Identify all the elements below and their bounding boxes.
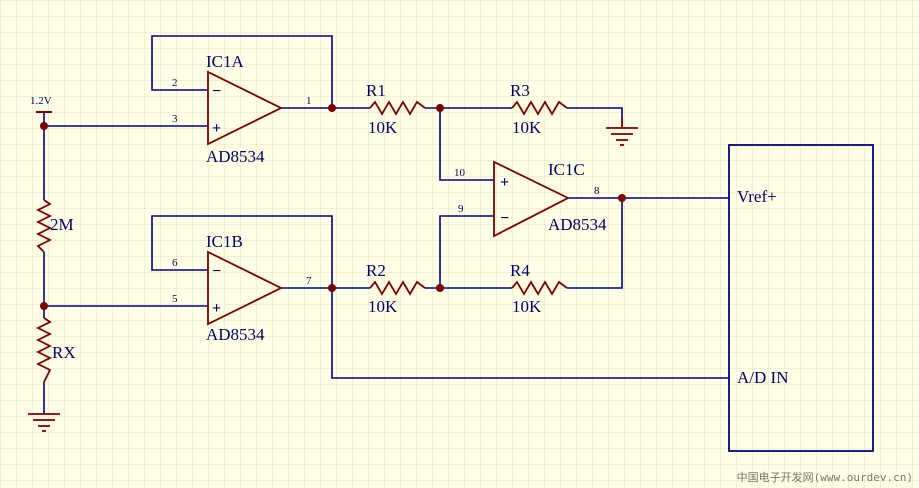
opamp-ic1b-body — [207, 250, 284, 326]
wire-ic1b-feedback — [151, 215, 333, 288]
opamp-ic1b-minus: − — [212, 263, 221, 280]
opamp-ic1c-minus: − — [500, 210, 509, 227]
junction-dot — [436, 284, 444, 292]
supply-label: 1.2V — [30, 95, 52, 107]
opamp-ic1c-plus: + — [500, 174, 509, 191]
opamp-ic1c-pin-out: 8 — [594, 185, 600, 197]
junction-dot — [328, 284, 336, 292]
opamp-ic1a-body — [207, 70, 284, 146]
ground-icon — [606, 118, 638, 146]
junction-dot — [40, 302, 48, 310]
wire-ic1a-feedback — [151, 35, 333, 108]
resistor-r1-ref: R1 — [366, 81, 386, 100]
junction-dot — [436, 104, 444, 112]
opamp-ic1a-minus: − — [212, 83, 221, 100]
resistor-r4-value: 10K — [512, 297, 542, 316]
resistor-2m-body — [35, 199, 53, 253]
resistor-r3-value: 10K — [512, 118, 542, 137]
wire-r4-to-ic1c-out — [567, 198, 623, 289]
opamp-ic1c-body — [493, 160, 571, 238]
junction-dot — [618, 194, 626, 202]
junctions — [40, 104, 626, 310]
wire-node-to-ic1c-pin10 — [439, 108, 494, 181]
opamp-ic1c-part: AD8534 — [548, 215, 607, 234]
opamp-ic1c: + − 10 9 8 IC1C AD8534 — [454, 160, 607, 238]
opamp-ic1b: − + 6 5 7 IC1B AD8534 — [172, 232, 312, 344]
resistor-r2-body — [369, 280, 426, 296]
opamp-ic1a-pin-inv: 2 — [172, 77, 178, 89]
resistor-bodies — [35, 100, 568, 383]
wire-ic1b-out-to-adin — [331, 288, 729, 379]
adc-pin-vref: Vref+ — [737, 187, 777, 206]
opamp-ic1c-pin-inv: 9 — [458, 203, 464, 215]
opamp-ic1a-part: AD8534 — [206, 147, 265, 166]
supply-symbol: 1.2V — [30, 95, 52, 113]
watermark: 中国电子开发网(www.ourdev.cn) — [737, 470, 913, 484]
opamp-ic1b-pin-out: 7 — [306, 275, 312, 287]
opamp-ic1c-pin-noninv: 10 — [454, 167, 466, 179]
resistor-r1-value: 10K — [368, 118, 398, 137]
resistor-r1-body — [369, 100, 426, 116]
junction-dot — [40, 122, 48, 130]
wires — [43, 35, 729, 412]
wire-node-to-ic1c-pin9 — [439, 215, 494, 288]
opamp-ic1a-pin-out: 1 — [306, 95, 312, 107]
adc-block: Vref+ A/D IN — [728, 144, 874, 452]
adc-block-outline — [728, 144, 874, 452]
opamp-ic1b-plus: + — [212, 300, 221, 317]
opamp-ic1b-ref: IC1B — [206, 232, 243, 251]
resistor-rx-label: RX — [52, 343, 76, 362]
opamp-ic1a-plus: + — [212, 120, 221, 137]
junction-dot — [328, 104, 336, 112]
opamp-ic1b-pin-inv: 6 — [172, 257, 178, 269]
opamp-ic1c-ref: IC1C — [548, 160, 585, 179]
resistor-r3-body — [511, 100, 568, 116]
opamp-ic1a: − + 2 3 1 IC1A AD8534 — [172, 52, 312, 166]
opamp-ic1b-part: AD8534 — [206, 325, 265, 344]
resistor-r2-value: 10K — [368, 297, 398, 316]
opamp-ic1a-ref: IC1A — [206, 52, 245, 71]
resistor-r2-ref: R2 — [366, 261, 386, 280]
resistor-r3-ref: R3 — [510, 81, 530, 100]
resistor-r4-body — [511, 280, 568, 296]
wire-r3-to-ground — [567, 107, 623, 118]
opamp-ic1a-pin-noninv: 3 — [172, 113, 178, 125]
opamp-ic1b-pin-noninv: 5 — [172, 293, 178, 305]
adc-pin-ad-in: A/D IN — [737, 368, 788, 387]
ground-icon — [28, 412, 60, 432]
resistor-2m-label: 2M — [50, 215, 74, 234]
resistor-r4-ref: R4 — [510, 261, 530, 280]
resistor-rx-body — [35, 317, 53, 383]
